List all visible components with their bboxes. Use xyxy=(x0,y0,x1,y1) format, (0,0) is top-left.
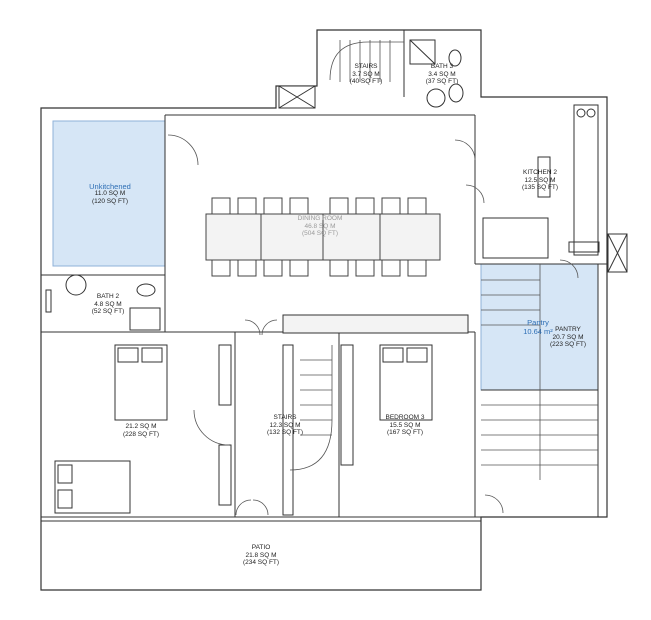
room-name: DINING ROOM xyxy=(297,215,343,222)
room-area-ft: (234 SQ FT) xyxy=(242,559,280,566)
room-name: BATH 3 xyxy=(430,63,454,70)
bed xyxy=(114,344,168,421)
room-area-ft: (167 SQ FT) xyxy=(386,429,424,436)
room-label-bedroom-b: 21.2 SQ M (228 SQ FT) xyxy=(106,423,176,438)
highlight-name: Pantry xyxy=(527,318,549,327)
room-area-m: 21.2 SQ M xyxy=(125,423,157,430)
room-label-pantry: PANTRY 20.7 SQ M (223 SQ FT) xyxy=(533,326,603,349)
highlight-name: Unkitchened xyxy=(89,182,131,191)
room-area-ft: (52 SQ FT) xyxy=(91,308,125,315)
middle-staircase xyxy=(289,345,333,471)
room-area-ft: (40 SQ FT) xyxy=(349,78,383,85)
room-area-m: 3.7 SQ M xyxy=(352,70,380,78)
room-area-ft: (135 SQ FT) xyxy=(521,184,559,191)
room-label-bath2: BATH 2 4.8 SQ M (52 SQ FT) xyxy=(73,293,143,316)
top-staircase xyxy=(329,40,404,82)
room-name: PANTRY xyxy=(555,326,581,333)
room-name: PATIO xyxy=(251,544,271,551)
room-label-stairs-top: STAIRS 3.7 SQ M (40 SQ FT) xyxy=(331,63,401,86)
room-area-ft: (504 SQ FT) xyxy=(301,230,339,237)
room-area-ft: (37 SQ FT) xyxy=(425,78,459,85)
room-area-ft: (228 SQ FT) xyxy=(122,430,160,438)
room-label-bedroom-a: 11.0 SQ M (120 SQ FT) xyxy=(75,190,145,205)
room-area-m: 46.8 SQ M xyxy=(304,222,336,230)
room-label-bath3: BATH 3 3.4 SQ M (37 SQ FT) xyxy=(407,63,477,86)
room-area-m: 20.7 SQ M xyxy=(552,333,584,341)
pantry-area-highlight[interactable] xyxy=(480,263,599,391)
room-area-ft: (132 SQ FT) xyxy=(266,429,304,436)
room-label-dining: DINING ROOM 46.8 SQ M (504 SQ FT) xyxy=(285,215,355,238)
toilet xyxy=(448,49,462,67)
room-area-ft: (120 SQ FT) xyxy=(91,197,129,205)
sink xyxy=(65,274,87,296)
room-name: BATH 2 xyxy=(96,293,120,300)
pantry-zone-label: Pantry 10.64 m² xyxy=(503,318,573,336)
room-label-patio: PATIO 21.8 SQ M (234 SQ FT) xyxy=(226,544,296,567)
room-area-m: 11.0 SQ M xyxy=(94,190,126,197)
room-area-ft: (223 SQ FT) xyxy=(549,341,587,348)
highlight-area: 10.64 m² xyxy=(523,327,553,336)
shower xyxy=(409,39,436,65)
unfinished-area-label: Unkitchened xyxy=(70,182,150,191)
dining-table xyxy=(205,197,441,277)
room-area-m: 3.4 SQ M xyxy=(428,70,456,78)
unfinished-area-highlight[interactable] xyxy=(52,120,166,267)
exterior-wall xyxy=(40,29,608,591)
room-name: BEDROOM 3 xyxy=(385,414,425,421)
room-name: STAIRS xyxy=(273,414,297,421)
room-name: KITCHEN 2 xyxy=(523,169,557,176)
room-area-m: 21.8 SQ M xyxy=(245,551,277,559)
room-label-bedroom-c: BEDROOM 3 15.5 SQ M (167 SQ FT) xyxy=(370,414,440,437)
room-area-m: 12.3 SQ M xyxy=(269,421,301,429)
room-label-kitchen2: KITCHEN 2 12.5 SQ M (135 SQ FT) xyxy=(505,169,575,192)
room-label-stairs-mid: STAIRS 12.3 SQ M (132 SQ FT) xyxy=(250,414,320,437)
room-name: STAIRS xyxy=(354,63,378,70)
room-area-m: 15.5 SQ M xyxy=(389,421,421,429)
kitchen-counter xyxy=(573,104,599,256)
room-area-m: 4.8 SQ M xyxy=(94,300,122,308)
room-area-m: 12.5 SQ M xyxy=(524,176,556,184)
